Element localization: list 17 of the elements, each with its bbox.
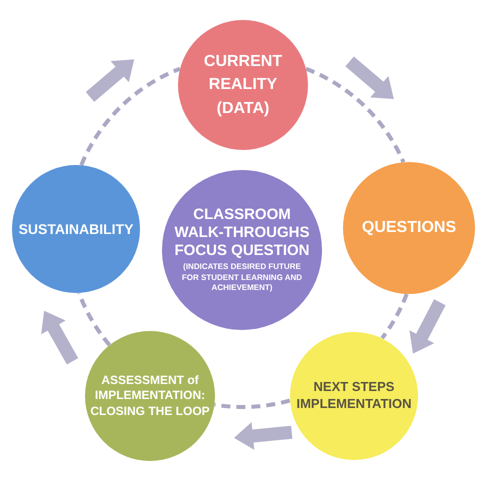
dashed-connector bbox=[305, 66, 406, 164]
dashed-connector bbox=[380, 293, 409, 340]
stage-label: NEXT STEPS IMPLEMENTATION bbox=[295, 379, 413, 413]
dashed-connector bbox=[214, 398, 290, 409]
focus-note: (INDICATES DESIRED FUTURE FOR STUDENT LEARNING AND ACHIEVEMENT) bbox=[180, 262, 304, 294]
stage-label: SUSTAINABILITY bbox=[18, 220, 134, 238]
block-arrow bbox=[234, 422, 292, 450]
block-arrow bbox=[86, 59, 134, 102]
block-arrow bbox=[409, 299, 446, 354]
focus-title: CLASSROOM WALK-THROUGHS FOCUS QUESTION bbox=[173, 206, 310, 260]
dashed-connector bbox=[77, 292, 112, 346]
dashed-connector bbox=[80, 66, 181, 166]
stage-label: ASSESSMENT of IMPLEMENTATION: CLOSING THE LOOP bbox=[89, 372, 211, 420]
stage-label: QUESTIONS bbox=[362, 218, 456, 238]
block-arrow bbox=[345, 56, 394, 99]
stage-label: CURRENT REALITY (DATA) bbox=[202, 52, 284, 119]
block-arrow bbox=[41, 310, 78, 364]
